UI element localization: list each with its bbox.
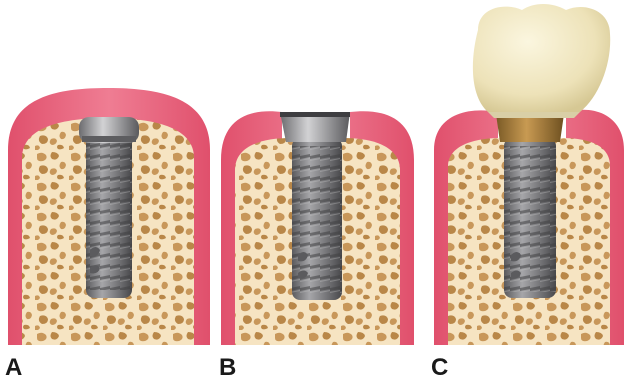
cover-screw <box>79 117 139 143</box>
implant-body <box>86 132 132 298</box>
implant-body <box>292 138 342 300</box>
dental-implant-stages-diagram <box>0 0 629 345</box>
panel-label-a: A <box>5 356 22 380</box>
panel-label-b: B <box>219 356 236 380</box>
healing-collar <box>280 112 350 142</box>
panel-a <box>8 88 210 345</box>
implant-body <box>504 138 556 298</box>
panel-b <box>221 111 414 345</box>
panel-label-c: C <box>431 356 448 380</box>
panel-c <box>434 4 624 345</box>
abutment <box>496 114 564 142</box>
dental-crown <box>473 4 610 118</box>
